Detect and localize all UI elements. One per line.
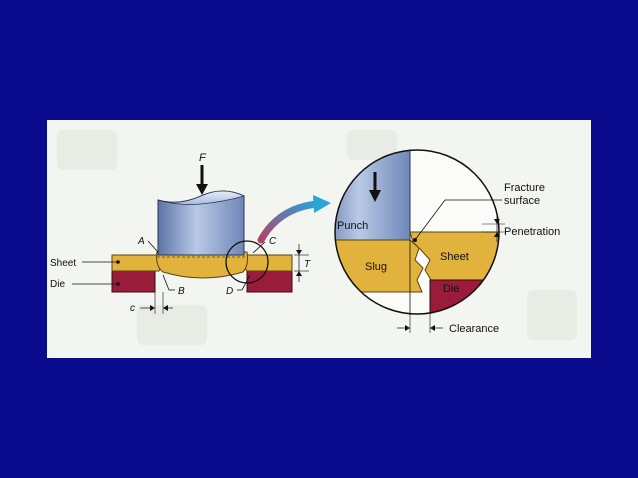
label-clearance: Clearance [449,323,499,335]
label-b: B [178,286,185,297]
magnifier-circle [225,240,269,284]
detail-view: Punch Slug Sheet Die Fracture surface Pe… [334,149,560,335]
label-fracture: Fracture [504,182,545,194]
zoom-arrow [257,200,321,244]
label-detail-die: Die [443,283,460,295]
detail-force-arrowhead [369,190,381,202]
label-d: D [226,286,233,297]
detail-sheet [409,231,499,281]
label-surface: surface [504,195,540,207]
shearing-diagram: F A Sheet Die B D C [50,130,577,345]
label-slug: Slug [365,261,387,273]
label-sheet: Sheet [50,258,76,269]
label-thickness: T [304,259,311,270]
label-die: Die [50,279,65,290]
left-view: F A Sheet Die B D C [50,152,311,314]
zoom-arrowhead [313,195,331,213]
die-left [111,270,156,293]
slug-left-view [156,251,248,279]
label-penetration: Penetration [504,226,560,238]
label-punch: Punch [337,220,368,232]
diagram-panel: F A Sheet Die B D C [47,120,591,358]
label-c-point: C [269,236,277,247]
punch-top [157,190,246,205]
label-detail-sheet: Sheet [440,251,469,263]
force-arrowhead [196,184,208,195]
background-texture [57,130,577,345]
label-a: A [137,236,145,247]
label-force: F [199,152,207,164]
label-clearance-small: c [130,303,135,314]
sheet-left [111,254,163,272]
